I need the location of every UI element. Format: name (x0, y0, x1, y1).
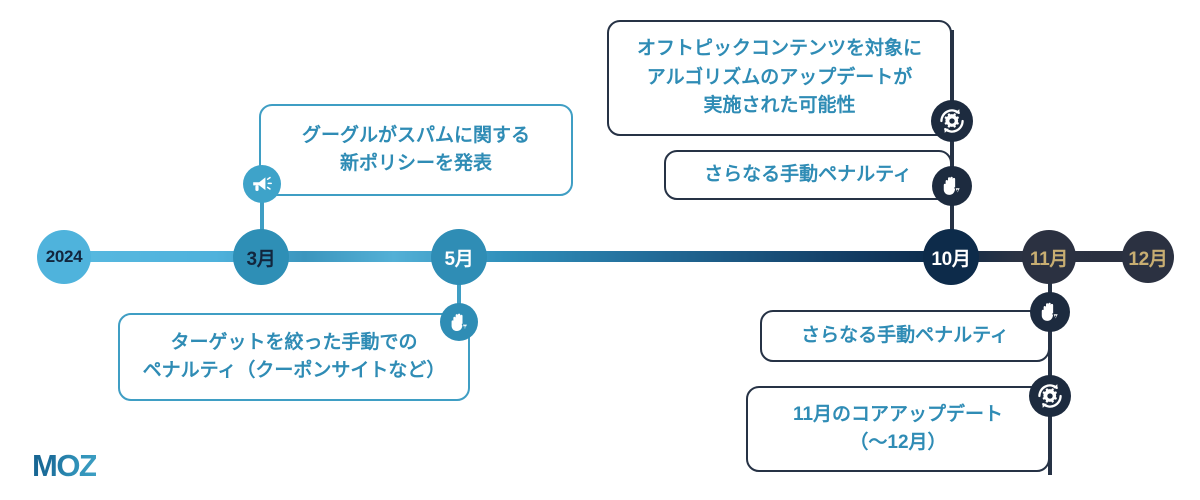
gear-refresh-icon[interactable] (931, 100, 973, 142)
timeline-node-may[interactable]: 5月 (431, 229, 487, 285)
callout-text: 11月のコアアップデート （〜12月） (792, 403, 1004, 454)
timeline-node-october[interactable]: 10月 (923, 229, 979, 285)
callout-more-manual-penalty-october[interactable]: さらなる手動ペナルティ (664, 150, 952, 200)
timeline-node-march[interactable]: 3月 (233, 229, 289, 285)
timeline-node-label: 12月 (1128, 248, 1168, 270)
timeline-node-label: 3月 (246, 248, 276, 270)
callout-text: グーグルがスパムに関する 新ポリシーを発表 (301, 124, 530, 175)
timeline-node-label: 5月 (444, 248, 474, 270)
connector-october (950, 30, 954, 260)
timeline-node-2024[interactable]: 2024 (37, 230, 91, 284)
megaphone-icon[interactable] (243, 165, 281, 203)
timeline-node-december[interactable]: 12月 (1122, 231, 1174, 283)
callout-november-core-update[interactable]: 11月のコアアップデート （〜12月） (746, 386, 1050, 472)
callout-text: さらなる手動ペナルティ (801, 324, 1009, 346)
moz-logo: MOZ (32, 448, 96, 484)
timeline-node-label: 10月 (931, 248, 971, 270)
callout-more-manual-penalty-november[interactable]: さらなる手動ペナルティ (760, 310, 1050, 362)
timeline-axis (60, 251, 1172, 262)
connector-november (1048, 250, 1052, 475)
timeline-node-november[interactable]: 11月 (1022, 230, 1076, 284)
gear-refresh-icon[interactable] (1029, 375, 1071, 417)
hand-warning-icon[interactable] (1030, 292, 1070, 332)
hand-warning-icon[interactable] (440, 303, 478, 341)
callout-spam-policy[interactable]: グーグルがスパムに関する 新ポリシーを発表 (259, 104, 573, 196)
callout-text: オフトピックコンテンツを対象に アルゴリズムのアップデートが 実施された可能性 (636, 38, 922, 117)
hand-warning-icon[interactable] (932, 166, 972, 206)
timeline-node-label: 11月 (1029, 248, 1069, 270)
callout-offtopic-algorithm-update[interactable]: オフトピックコンテンツを対象に アルゴリズムのアップデートが 実施された可能性 (607, 20, 952, 136)
timeline-node-label: 2024 (45, 247, 83, 266)
callout-targeted-manual-penalty[interactable]: ターゲットを絞った手動での ペナルティ（クーポンサイトなど） (118, 313, 470, 401)
callout-text: さらなる手動ペナルティ (704, 163, 912, 185)
callout-text: ターゲットを絞った手動での ペナルティ（クーポンサイトなど） (142, 331, 446, 382)
moz-logo-text: MOZ (32, 448, 97, 483)
